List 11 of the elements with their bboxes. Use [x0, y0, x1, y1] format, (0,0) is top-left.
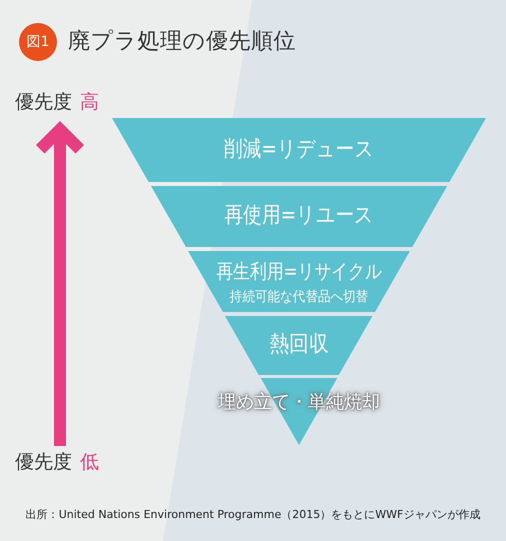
priority-level: 低	[80, 450, 99, 474]
tier-sublabel: 持続可能な代替品へ切替	[230, 288, 368, 306]
priority-label: 優先度	[15, 90, 72, 114]
tier-label: 熱回収	[269, 332, 329, 358]
source-note: 出所：United Nations Environment Programme（2015）をもとにWWFジャパンが作成	[26, 508, 480, 522]
tier-label: 削減=リデュース	[224, 136, 374, 164]
tier-label: 再使用=リユース	[224, 202, 374, 230]
title: 廃プラ処理の優先順位	[68, 29, 296, 56]
tier-label: 再生利用=リサイクル	[216, 259, 382, 283]
priority-label: 優先度	[15, 450, 72, 474]
priority-level: 高	[80, 90, 99, 114]
